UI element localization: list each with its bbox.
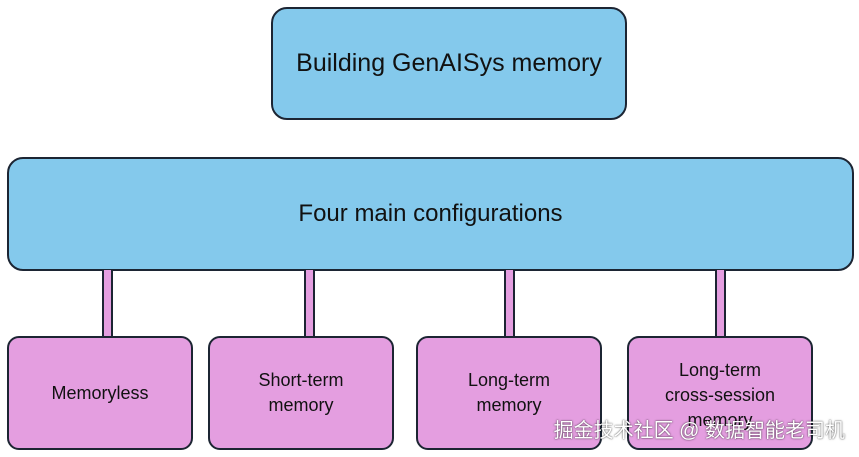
connector-long-term: [504, 270, 515, 337]
leaf-label-line: cross-session: [664, 385, 776, 405]
leaf-label-line: Short-term: [258, 370, 344, 390]
root-node-label: Building GenAISys memory: [296, 49, 602, 77]
watermark: 掘金技术社区 @ 数据智能老司机: [553, 420, 845, 442]
leaf-label-line: memory: [476, 395, 542, 415]
configurations-node-label: Four main configurations: [298, 200, 563, 227]
leaf-label-line: Memoryless: [51, 382, 149, 403]
leaf-memoryless: Memoryless: [7, 336, 193, 450]
root-node: Building GenAISys memory: [271, 7, 627, 120]
leaf-short-term-memory: Short-term memory: [208, 336, 394, 450]
connector-cross-session: [715, 270, 726, 337]
leaf-label-line: memory: [268, 395, 334, 415]
configurations-node: Four main configurations: [7, 157, 854, 271]
leaf-long-term-memory: Long-term memory: [416, 336, 602, 450]
leaf-label-line: memory: [687, 410, 753, 430]
leaf-long-term-cross-session-memory: Long-term cross-session memory: [627, 336, 813, 450]
connector-short-term: [304, 270, 315, 337]
connector-memoryless: [102, 270, 113, 337]
leaf-label-line: Long-term: [678, 360, 762, 380]
leaf-label-line: Long-term: [467, 370, 551, 390]
